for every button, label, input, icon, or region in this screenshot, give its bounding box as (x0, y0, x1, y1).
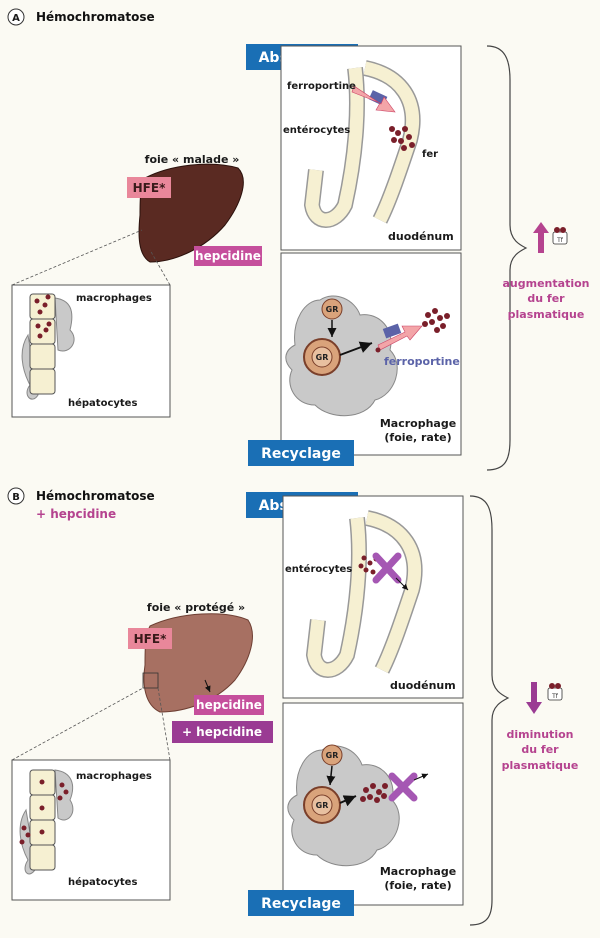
liver-b-label: foie « protégé » (147, 601, 245, 614)
recycling-a-header (248, 440, 354, 466)
liver-a-label: foie « malade » (145, 153, 240, 166)
plus-hepcidine-badge (172, 721, 273, 743)
gr-a-label2: GR (316, 353, 329, 362)
gr-b-small (321, 744, 343, 766)
hepcidine-a-badge (194, 246, 262, 266)
plus-hepcidine-label: + hepcidine (182, 725, 262, 739)
outcome-b-line1: diminution (507, 728, 574, 741)
recycling-a-title: Recyclage (261, 446, 341, 462)
hepcidine-b-badge (194, 695, 264, 715)
inset-a-macrophages: macrophages (76, 293, 152, 304)
gr-a-small (321, 298, 343, 320)
tf-a: Tf (556, 237, 564, 244)
duodenum-a-label: duodénum (388, 230, 454, 243)
panel-a-letter: A (12, 13, 20, 24)
panel-a-title: Hémochromatose (36, 10, 155, 24)
tf-b: Tf (551, 693, 559, 700)
brace-a (486, 45, 528, 471)
panel-b-title: Hémochromatose (36, 489, 155, 503)
panel-a: A Hémochromatose foie « malade » HFE* he… (7, 8, 590, 471)
recycling-b-header (248, 890, 354, 916)
gr-b-label1: GR (326, 751, 339, 760)
panel-b-letter: B (12, 492, 20, 503)
up-arrow (533, 222, 549, 233)
hfe-b-badge (128, 628, 172, 649)
outcome-b-line2: du fer (521, 743, 559, 756)
outcome-a-line2: du fer (527, 292, 565, 305)
brace-b (469, 495, 510, 926)
macrophage-b-line1: Macrophage (380, 865, 456, 878)
ferroportine-a2: ferroportine (384, 355, 460, 368)
hfe-a-label: HFE* (133, 181, 166, 195)
panel-b-letter-circle (7, 487, 25, 505)
macrophage-a (285, 295, 398, 417)
outcome-a-line3: plasmatique (508, 308, 585, 321)
hfe-b-label: HFE* (134, 632, 167, 646)
macrophage-b-line2: (foie, rate) (384, 879, 451, 892)
inset-b-macrophages: macrophages (76, 771, 152, 782)
panel-a-letter-circle (7, 8, 25, 26)
block-cross-b2 (388, 772, 418, 802)
macrophage-a-line2: (foie, rate) (384, 431, 451, 444)
panel-b: B Hémochromatose + hepcidine foie « prot… (7, 487, 579, 926)
macrophage-a-line1: Macrophage (380, 417, 456, 430)
down-arrow (526, 702, 542, 714)
outcome-a-line1: augmentation (503, 277, 590, 290)
hfe-a-badge (127, 177, 171, 198)
hepcidine-b-label: hepcidine (196, 698, 262, 712)
inset-a-hepatocytes: hépatocytes (68, 397, 137, 409)
enterocytes-b: entérocytes (285, 563, 352, 575)
inset-b-hepatocytes: hépatocytes (68, 876, 137, 888)
panel-b-subtitle: + hepcidine (36, 507, 116, 521)
block-cross-b1 (372, 552, 402, 584)
hepcidine-a-label: hepcidine (195, 249, 261, 263)
recycling-b-title: Recyclage (261, 896, 341, 912)
gr-b-label2: GR (316, 801, 329, 810)
outcome-b-line3: plasmatique (502, 759, 579, 772)
enterocytes-a: entérocytes (283, 124, 350, 136)
duodenum-b-label: duodénum (390, 679, 456, 692)
gr-a-label1: GR (326, 305, 339, 314)
fer-a: fer (422, 149, 438, 160)
ferroportine-a1: ferroportine (287, 81, 356, 92)
